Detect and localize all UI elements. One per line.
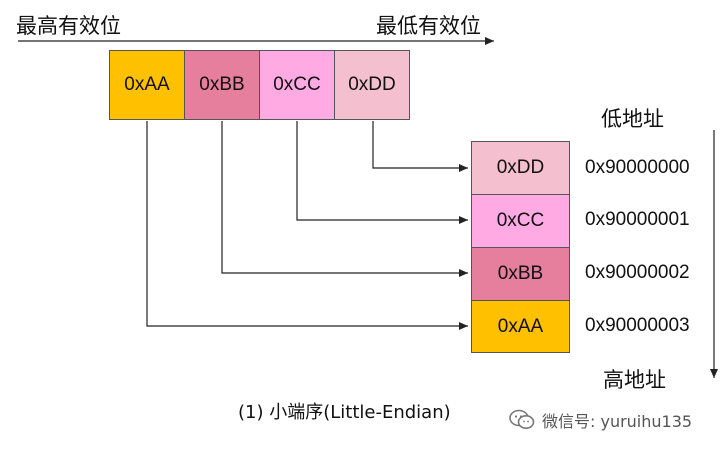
register-byte-dd: 0xDD xyxy=(334,50,410,120)
connector-aa xyxy=(146,121,468,330)
msb-label: 最高有效位 xyxy=(16,14,121,38)
high-address-label: 高地址 xyxy=(603,368,666,392)
wechat-icon xyxy=(508,408,536,432)
connector-bb xyxy=(221,121,468,277)
memory-cell-0: 0xDD xyxy=(471,141,570,195)
connector-cc xyxy=(296,121,468,224)
lsb-label: 最低有效位 xyxy=(376,14,481,38)
watermark: 微信号: yuruihu135 xyxy=(508,408,692,432)
watermark-text: 微信号: yuruihu135 xyxy=(542,412,693,431)
low-address-label: 低地址 xyxy=(601,107,664,131)
register-byte-cc: 0xCC xyxy=(259,50,335,120)
caption: (1) 小端序(Little-Endian) xyxy=(238,402,451,423)
connector-dd xyxy=(372,121,468,172)
memory-cell-3: 0xAA xyxy=(471,300,570,353)
memory-address-3: 0x90000003 xyxy=(585,315,690,336)
register-byte-bb: 0xBB xyxy=(184,50,260,120)
memory-address-2: 0x90000002 xyxy=(585,262,690,283)
memory-address-0: 0x90000000 xyxy=(585,157,690,178)
register-byte-aa: 0xAA xyxy=(109,50,185,120)
memory-cell-2: 0xBB xyxy=(471,247,570,301)
memory-cell-1: 0xCC xyxy=(471,194,570,248)
memory-address-1: 0x90000001 xyxy=(585,209,690,230)
